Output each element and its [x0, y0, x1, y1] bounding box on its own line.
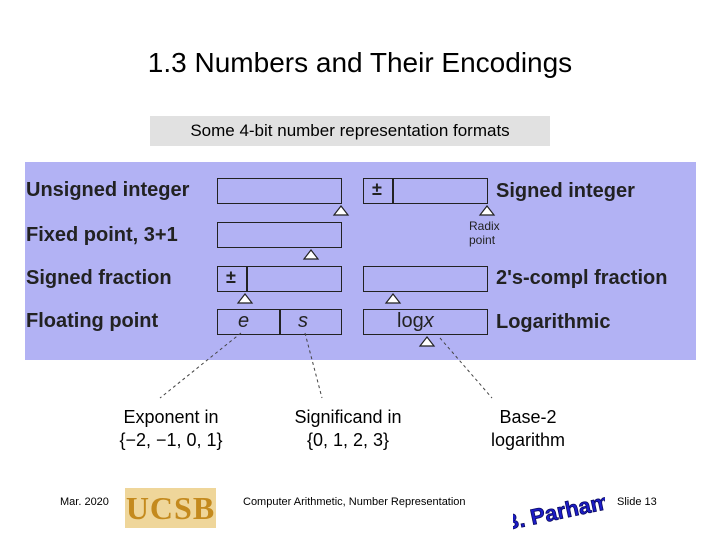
base2-note-line2: logarithm	[490, 430, 566, 450]
exponent-significand-divider	[279, 310, 281, 334]
significand-symbol: s	[298, 310, 308, 332]
fixed-point-box	[217, 222, 342, 248]
radix-marker-fixed-point	[302, 249, 320, 260]
floating-point-box	[217, 309, 342, 335]
significand-note-line1: Significand in	[294, 407, 402, 427]
log-prefix: log	[397, 310, 424, 332]
label-fixed-point: Fixed point, 3+1	[26, 224, 178, 246]
log-variable: x	[423, 310, 434, 332]
radix-marker-twos-compl-fraction	[384, 293, 402, 304]
twos-compl-fraction-box	[363, 266, 488, 292]
ucsb-logo: UCSB	[125, 488, 216, 528]
plus-minus-sign-signed-integer: ±	[372, 179, 382, 199]
log-symbol: logx	[397, 310, 434, 333]
formats-panel	[25, 162, 696, 360]
radix-marker-signed-integer	[478, 205, 496, 216]
radix-point-label: Radix point	[469, 219, 500, 247]
radix-marker-unsigned-integer	[332, 205, 350, 216]
diagram-caption: Some 4-bit number representation formats	[150, 116, 550, 146]
footer-date: Mar. 2020	[60, 496, 109, 508]
label-unsigned-integer: Unsigned integer	[26, 179, 190, 201]
label-floating-point: Floating point	[26, 310, 159, 332]
radix-point-line2: point	[469, 233, 496, 247]
leader-line-significand	[304, 332, 323, 399]
unsigned-integer-box	[217, 178, 342, 204]
radix-point-line1: Radix	[469, 219, 500, 233]
exponent-note: Exponent in {−2, −1, 0, 1}	[96, 406, 246, 452]
leader-line-logarithm	[439, 337, 493, 399]
base2-note-line1: Base-2	[499, 407, 557, 427]
parhami-logo: B. Parhami	[513, 487, 605, 533]
logarithmic-box	[363, 309, 488, 335]
significand-note: Significand in {0, 1, 2, 3}	[273, 406, 423, 452]
radix-marker-signed-fraction	[236, 293, 254, 304]
plus-minus-sign-signed-fraction: ±	[226, 267, 236, 287]
exponent-note-line1: Exponent in	[123, 407, 219, 427]
exponent-note-line2: {−2, −1, 0, 1}	[119, 430, 223, 450]
exponent-symbol: e	[238, 310, 250, 332]
slide-title: 1.3 Numbers and Their Encodings	[147, 47, 573, 78]
leader-line-exponent	[159, 332, 242, 399]
footer-slide-number: Slide 13	[617, 496, 657, 508]
label-logarithmic: Logarithmic	[496, 311, 611, 333]
sign-bit-divider	[246, 267, 248, 291]
signed-integer-box	[363, 178, 488, 204]
footer-title: Computer Arithmetic, Number Representati…	[243, 496, 466, 508]
label-signed-integer: Signed integer	[496, 180, 635, 202]
significand-note-line2: {0, 1, 2, 3}	[306, 430, 390, 450]
label-twos-compl-fraction: 2's-compl fraction	[496, 267, 668, 289]
sign-bit-divider	[392, 179, 394, 203]
label-signed-fraction: Signed fraction	[26, 267, 172, 289]
parhami-logo-text: B. Parhami	[513, 487, 605, 533]
radix-marker-logarithmic	[418, 336, 436, 347]
signed-fraction-box	[217, 266, 342, 292]
base2-note: Base-2 logarithm	[458, 406, 598, 452]
